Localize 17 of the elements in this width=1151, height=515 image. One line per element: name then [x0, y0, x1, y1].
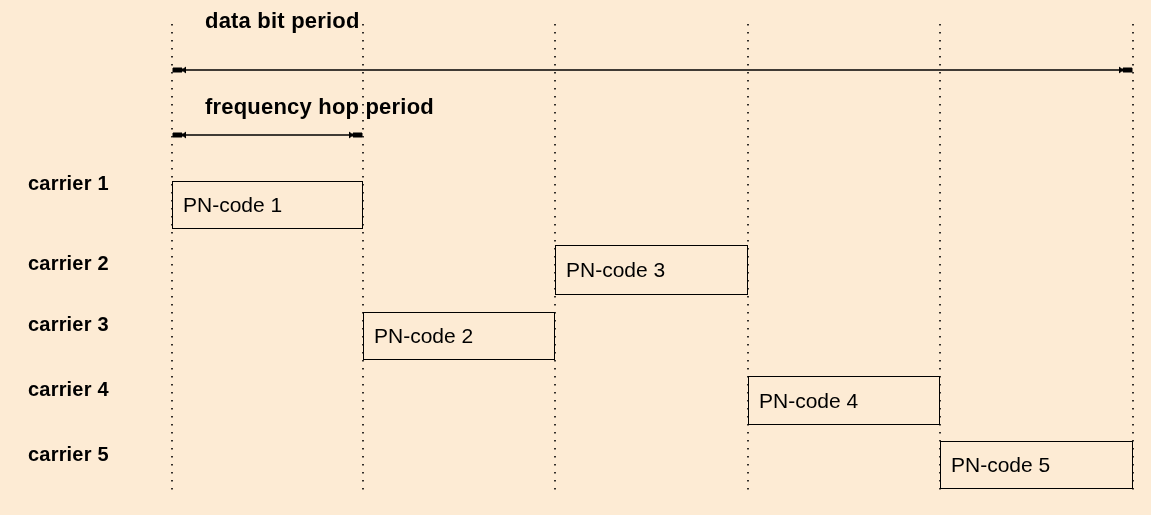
- carrier-label: carrier 5: [28, 443, 109, 466]
- carrier-label: carrier 2: [28, 252, 109, 275]
- code-box: [940, 441, 1133, 489]
- box-label: PN-code 2: [374, 324, 474, 348]
- carrier-label: carrier 4: [28, 378, 109, 401]
- box-label: PN-code 4: [759, 388, 859, 413]
- carrier-label: carrier 3: [28, 313, 109, 336]
- box-label: PN-code 5: [951, 453, 1051, 477]
- dimension-label: data bit period: [205, 8, 360, 34]
- code-box: [363, 312, 555, 360]
- code-box: [172, 181, 363, 229]
- dimension-label: frequency hop period: [205, 94, 434, 120]
- code-box: [748, 376, 940, 425]
- box-label: PN-code 3: [566, 258, 666, 282]
- carrier-label: carrier 1: [28, 172, 109, 195]
- box-label: PN-code 1: [183, 193, 283, 217]
- code-box: [555, 245, 748, 295]
